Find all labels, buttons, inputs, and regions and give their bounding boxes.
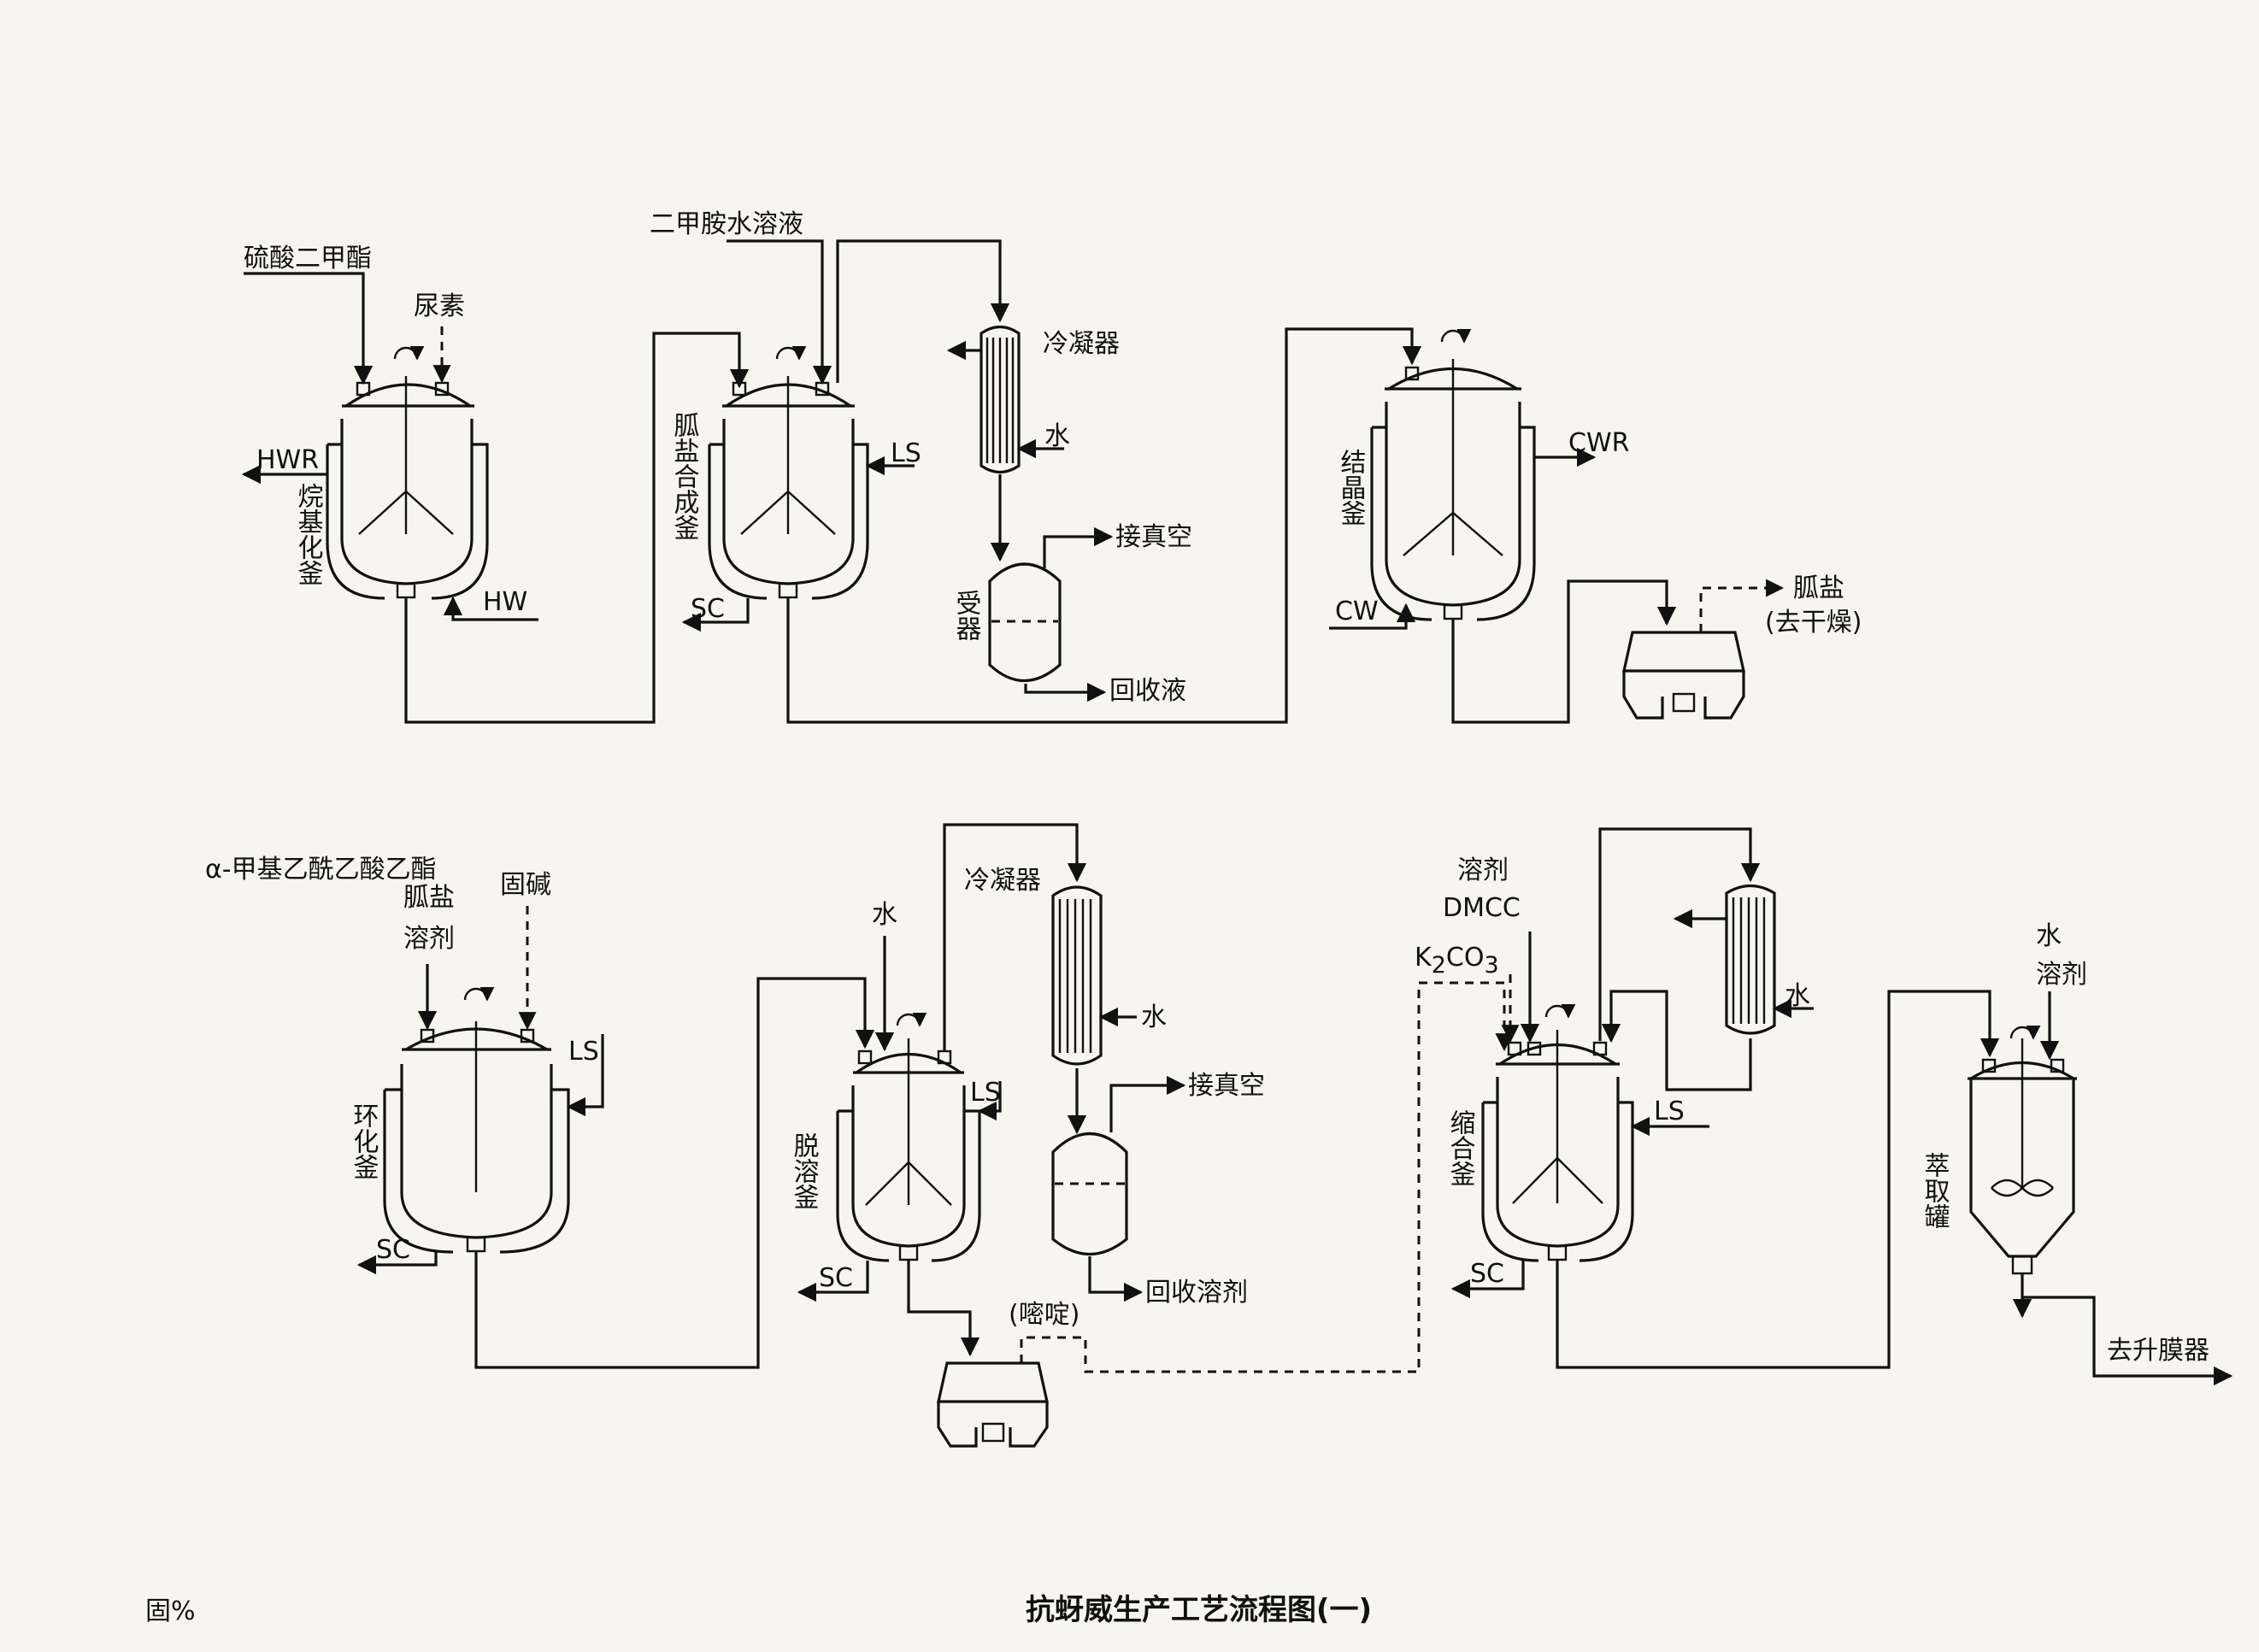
- cyclization-vessel: [383, 986, 570, 1254]
- guanidine-vessel-name: 胍盐合成釜: [669, 412, 700, 540]
- extraction-feed1-label: 水: [2036, 921, 2062, 951]
- cyclization-ls-label: LS: [568, 1037, 599, 1067]
- guanidine-to-crystallizer-line: [786, 327, 1422, 724]
- receiver2-vacuum-line: [1109, 1075, 1186, 1132]
- receiver2: [1051, 1132, 1128, 1255]
- alkylation-hwr-label: HWR: [256, 445, 319, 475]
- alkylation-feed1-line: [244, 272, 374, 385]
- condensation-ls-label: LS: [1654, 1096, 1685, 1126]
- alkylation-feed2-label: 尿素: [414, 291, 465, 321]
- crystallizer-name: 结晶釜: [1336, 449, 1367, 526]
- condenser2: [1051, 885, 1103, 1066]
- centrifuge1-product-line1: 胍盐: [1793, 573, 1844, 603]
- guanidine-sc-line: [681, 598, 750, 632]
- cyclization-sc-label: SC: [376, 1235, 410, 1265]
- crystallizer-cwr-label: CWR: [1568, 428, 1629, 458]
- extraction-outlet-label: 去升膜器: [2107, 1336, 2209, 1366]
- desolvation-to-centrifuge-line: [907, 1261, 980, 1357]
- cyclization-feed1-label: α-甲基乙酰乙酸乙酯: [205, 855, 437, 885]
- cyclization-feed2-label: 胍盐: [403, 883, 455, 913]
- guanidine-feed-label: 二甲胺水溶液: [650, 209, 803, 239]
- condenser1: [979, 325, 1021, 474]
- corner-mark: 固%: [145, 1596, 196, 1626]
- desolvation-water-label: 水: [872, 900, 897, 930]
- extraction-feed2-label: 溶剂: [2036, 960, 2087, 990]
- guanidine-feed-line: [727, 239, 832, 385]
- cyclization-ls-line: [566, 1034, 604, 1117]
- receiver2-recovered-label: 回收溶剂: [1145, 1278, 1248, 1308]
- receiver1-name: 受器: [951, 590, 982, 641]
- guanidine-sc-label: SC: [691, 594, 725, 624]
- receiver2-recovered-line: [1088, 1256, 1144, 1302]
- alkylation-feed1-label: 硫酸二甲酯: [244, 244, 372, 273]
- cyclization-sc-line: [356, 1252, 438, 1275]
- centrifuge1-product-line2: (去干燥): [1765, 608, 1862, 638]
- diagram-title: 抗蚜威生产工艺流程图(一): [1026, 1593, 1372, 1627]
- condensation-vapor-line: [1598, 827, 1761, 1041]
- pyrimidine-transfer-line: [1020, 981, 1514, 1373]
- desolvation-vessel: [836, 1012, 981, 1262]
- desolvation-sc-label: SC: [819, 1263, 853, 1293]
- centrifuge1-product-line: [1699, 579, 1785, 632]
- centrifuge2: [937, 1361, 1049, 1448]
- desolvation-name: 脱溶釜: [789, 1132, 820, 1209]
- condenser3-reflux-line: [1601, 990, 1752, 1091]
- receiver1-vacuum-line: [1043, 526, 1114, 568]
- crystallizer-vessel: [1370, 328, 1536, 621]
- condenser1-water-label: 水: [1044, 421, 1070, 451]
- extraction-name: 萃取罐: [1920, 1152, 1950, 1229]
- desolvation-vapor-line: [943, 823, 1087, 1051]
- crystallizer-to-centrifuge-line: [1451, 579, 1677, 724]
- condensation-vessel: [1481, 1003, 1634, 1262]
- alkylation-to-guanidine-line: [404, 332, 750, 724]
- centrifuge2-label: (嘧啶): [1009, 1300, 1079, 1330]
- condensation-feed2-label: DMCC: [1443, 893, 1521, 923]
- extraction-outlet-line: [2022, 1296, 2233, 1386]
- receiver2-vacuum-label: 接真空: [1188, 1071, 1265, 1101]
- receiver1-recovered-label: 回收液: [1109, 676, 1186, 706]
- cyclization-to-desolvation-line: [474, 977, 875, 1369]
- desolvation-sc-line: [797, 1261, 869, 1302]
- desolvation-ls-line: [977, 1081, 1002, 1121]
- centrifuge1: [1622, 631, 1745, 720]
- guanidine-vapor-line: [836, 239, 1010, 383]
- extraction-tank: [1968, 1025, 2077, 1275]
- condenser2-name: 冷凝器: [964, 866, 1041, 896]
- crystallizer-cw-label: CW: [1335, 597, 1379, 626]
- alkylation-hw-line: [443, 596, 538, 621]
- condensation-sc-line: [1450, 1261, 1525, 1299]
- cyclization-name: 环化釜: [349, 1102, 379, 1179]
- condensation-to-extraction-line: [1556, 990, 2000, 1369]
- guanidine-ls-label: LS: [891, 438, 921, 468]
- condenser1-name: 冷凝器: [1043, 329, 1120, 359]
- condenser2-water-label: 水: [1141, 1002, 1167, 1032]
- desolvation-ls-label: LS: [970, 1078, 1001, 1108]
- cyclization-feed4-label: 固碱: [500, 870, 551, 900]
- receiver1-vacuum-label: 接真空: [1115, 522, 1192, 552]
- condensation-sc-label: SC: [1470, 1259, 1504, 1289]
- condenser3-water-label: 水: [1785, 981, 1810, 1011]
- condensation-feed1-label: 溶剂: [1457, 855, 1509, 885]
- alkylation-vessel-name: 烷基化釜: [293, 483, 324, 585]
- condenser3: [1725, 884, 1776, 1035]
- condensation-name: 缩合釜: [1445, 1109, 1476, 1186]
- cyclization-feed3-label: 溶剂: [403, 924, 455, 954]
- condensation-feed3-label: K2CO3: [1415, 943, 1499, 979]
- receiver1: [988, 562, 1062, 682]
- crystallizer-cw-line: [1329, 603, 1416, 630]
- receiver1-recovered-line: [1024, 682, 1107, 703]
- alkylation-vessel: [326, 345, 489, 600]
- guanidine-synthesis-vessel: [708, 345, 869, 600]
- alkylation-hw-label: HW: [483, 587, 527, 617]
